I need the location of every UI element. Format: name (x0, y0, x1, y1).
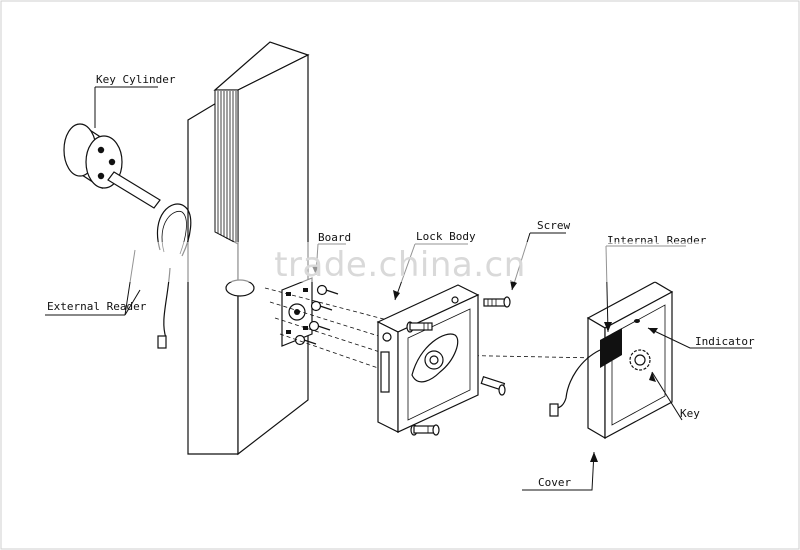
indicator-led (634, 319, 640, 323)
door-bore-hole (225, 279, 255, 297)
watermark-band (20, 242, 780, 282)
door-edge-hatching (214, 89, 239, 245)
key-cylinder (63, 123, 161, 209)
board (281, 277, 313, 347)
internal-reader-module (549, 328, 622, 417)
label-board: Board (318, 231, 351, 244)
watermark-text: trade.china.cn (274, 245, 526, 285)
label-key-cylinder: Key Cylinder (96, 73, 176, 86)
label-key: Key (680, 407, 700, 420)
label-lock-body: Lock Body (416, 230, 476, 243)
alignment-lines-left (264, 287, 601, 369)
board-screws (294, 284, 339, 346)
label-screw: Screw (537, 219, 570, 232)
label-cover: Cover (538, 476, 571, 489)
key-gear-icon (629, 349, 651, 371)
label-external-reader: External Reader (47, 300, 147, 313)
label-indicator: Indicator (695, 335, 755, 348)
lock-body-screws (406, 296, 511, 436)
